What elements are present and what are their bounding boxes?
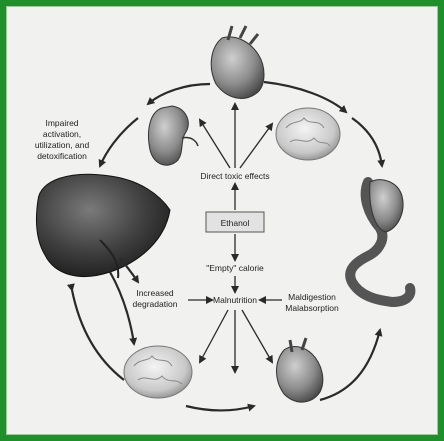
malnutrition-label: Malnutrition — [213, 295, 257, 305]
heart-bottom-image — [277, 338, 323, 402]
central-arrows — [188, 104, 282, 372]
empty-calorie-label: "Empty" calorie — [206, 263, 264, 273]
stomach-intestine-image — [350, 180, 410, 302]
impaired-line3: utilization, and — [35, 140, 90, 150]
kidney-image — [149, 106, 199, 165]
ethanol-label: Ethanol — [221, 218, 250, 228]
brain-top-image — [276, 108, 340, 160]
impaired-line4: detoxification — [37, 151, 87, 161]
impaired-line2: activation, — [43, 129, 81, 139]
brain-bottom-image — [124, 346, 192, 398]
liver-image — [36, 174, 170, 278]
maldigestion-label: Maldigestion — [288, 292, 336, 302]
impaired-line1: Impaired — [45, 118, 78, 128]
increased-degradation-line2: degradation — [133, 299, 178, 309]
direct-toxic-label: Direct toxic effects — [200, 171, 269, 181]
malabsorption-label: Malabsorption — [285, 303, 339, 313]
heart-top-image — [211, 26, 264, 98]
increased-degradation-line1: Increased — [136, 288, 174, 298]
